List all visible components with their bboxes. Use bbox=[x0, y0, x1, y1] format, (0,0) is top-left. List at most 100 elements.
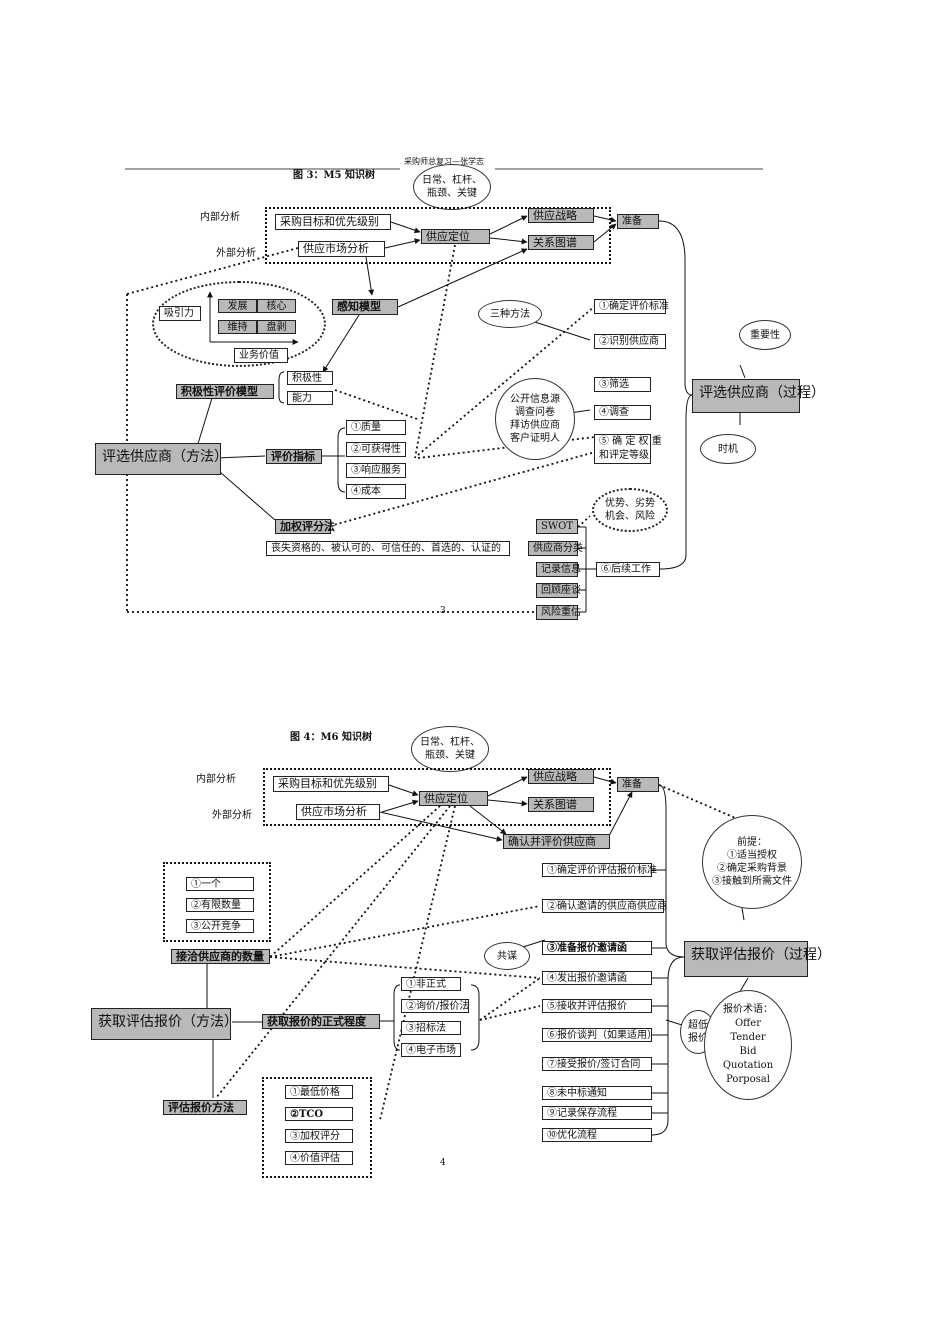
terms-line: Bid bbox=[739, 1046, 757, 1057]
followup-item: SWOT bbox=[536, 519, 578, 534]
fig4-types-bubble: 日常、杠杆、瓶颈、关键 bbox=[411, 726, 489, 772]
fig4-step: ①确定评价评估报价标准 bbox=[542, 863, 657, 877]
ultra-low-line: 超低 bbox=[688, 1020, 708, 1031]
fig4-eval-method: 评估报价方法 bbox=[163, 1100, 247, 1115]
fig4-supply-strategy: 供应战略 bbox=[528, 769, 594, 784]
fig4-step: ⑦接受报价/签订合同 bbox=[542, 1057, 652, 1071]
process-step: ③筛选 bbox=[594, 377, 651, 392]
count-item: ②有限数量 bbox=[186, 898, 254, 912]
fig4-market-box: 供应市场分析 bbox=[296, 804, 380, 820]
index-item: ④成本 bbox=[346, 484, 406, 499]
fig3-relationship-map: 关系图谱 bbox=[528, 235, 594, 250]
fig4-contact-count: 接洽供应商的数量 bbox=[171, 949, 270, 964]
ultra-low-line: 报价 bbox=[688, 1033, 708, 1044]
fig4-prepare: 准备 bbox=[617, 777, 659, 792]
fig4-title: 图 4：M6 知识树 bbox=[290, 732, 372, 743]
swot-line: 机会、风险 bbox=[605, 511, 655, 522]
fig4-premise: 前提： ①适当授权 ②确定采购背景 ③接触到所需文件 bbox=[702, 815, 802, 909]
fig4-internal-label: 内部分析 bbox=[196, 774, 236, 785]
formal-level: ②询价/报价法 bbox=[401, 999, 469, 1013]
premise-line: 前提： bbox=[737, 837, 767, 848]
fig3-positioning: 供应定位 bbox=[421, 229, 490, 244]
formal-level: ④电子市场 bbox=[401, 1043, 461, 1057]
running-header: 采购师总复习—张学志 bbox=[404, 157, 484, 166]
fig4-goal-box: 采购目标和优先级别 bbox=[273, 776, 389, 792]
fig4-step: ②确认邀请的供应商供应商 bbox=[542, 899, 667, 913]
count-item: ③公开竞争 bbox=[186, 919, 254, 933]
fig3-supply-strategy: 供应战略 bbox=[528, 208, 594, 223]
fig4-process-title: 获取评估报价（过程） bbox=[684, 941, 831, 977]
step5-line: 和评定等级 bbox=[599, 450, 649, 461]
step5-line: ⑤ 确 定 权 重 bbox=[599, 436, 662, 447]
matrix-cell: 维持 bbox=[218, 320, 257, 334]
followup-item: 供应商分类 bbox=[528, 541, 583, 556]
matrix-cell: 核心 bbox=[257, 299, 296, 313]
matrix-cell: 盘剥 bbox=[257, 320, 296, 334]
fig4-external-label: 外部分析 bbox=[212, 810, 252, 821]
page-number: 3 bbox=[440, 606, 446, 616]
eval-method-item: ①最低价格 bbox=[285, 1085, 353, 1099]
fig3-process-title: 评选供应商（过程） bbox=[692, 379, 825, 413]
fig4-collusion: 共谋 bbox=[484, 942, 530, 970]
bubble-line: 日常、杠杆、 bbox=[420, 737, 480, 748]
fig3-prepare: 准备 bbox=[617, 214, 659, 229]
process-step: ④调查 bbox=[594, 405, 651, 420]
count-item: ①一个 bbox=[186, 877, 254, 891]
fig4-confirm: 确认并评价供应商 bbox=[503, 834, 610, 849]
fig3-market-box: 供应市场分析 bbox=[298, 241, 385, 257]
terms-line: Offer bbox=[734, 1018, 761, 1029]
fig3-three-methods: 三种方法 bbox=[478, 300, 542, 328]
matrix-cell: 发展 bbox=[218, 299, 257, 313]
terms-line: Porposal bbox=[726, 1074, 770, 1085]
index-item: ②可获得性 bbox=[346, 442, 406, 457]
info-source: 拜访供应商 bbox=[510, 420, 560, 431]
fig3-positivity: 积极性 bbox=[287, 371, 333, 385]
followup-item: 风险重估 bbox=[536, 605, 581, 620]
fig3-external-label: 外部分析 bbox=[216, 248, 256, 259]
fig3-positive-model: 积极性评价模型 bbox=[176, 384, 274, 399]
followup-item: 回顾座谈 bbox=[536, 583, 581, 598]
fig4-method-title: 获取评估报价（方法） bbox=[91, 1008, 238, 1040]
fig3-title: 图 3：M5 知识树 bbox=[293, 170, 375, 181]
process-step-5: ⑤ 确 定 权 重和评定等级 bbox=[594, 434, 662, 464]
fig4-eval-frame bbox=[262, 1077, 372, 1178]
fig4-terms: 报价术语： Offer Tender Bid Quotation Porposa… bbox=[704, 990, 792, 1100]
fig3-analysis-frame bbox=[265, 207, 611, 264]
fig3-step6: ⑥后续工作 bbox=[596, 562, 660, 577]
fig4-step: ④发出报价邀请函 bbox=[542, 971, 652, 985]
formal-level: ①非正式 bbox=[401, 977, 461, 991]
swot-line: 优势、劣势 bbox=[605, 498, 655, 509]
fig3-eval-index: 评价指标 bbox=[266, 449, 322, 464]
index-item: ①质量 bbox=[346, 420, 406, 435]
bubble-line: 瓶颈、关键 bbox=[427, 188, 477, 199]
bubble-line: 日常、杠杆、 bbox=[422, 175, 482, 186]
eval-method-item: ③加权评分 bbox=[285, 1129, 353, 1143]
fig4-relationship-map: 关系图谱 bbox=[528, 797, 594, 812]
fig4-step: ③准备报价邀请函 bbox=[542, 941, 652, 955]
page-number: 4 bbox=[440, 1158, 446, 1168]
fig3-swot-note: 优势、劣势机会、风险 bbox=[592, 488, 668, 532]
premise-line: ②确定采购背景 bbox=[717, 863, 787, 874]
eval-method-item: ④价值评估 bbox=[285, 1151, 353, 1165]
bubble-line: 瓶颈、关键 bbox=[425, 750, 475, 761]
fig3-weighted-scale: 丧失资格的、被认可的、可信任的、首选的、认证的 bbox=[266, 541, 510, 556]
premise-line: ③接触到所需文件 bbox=[712, 876, 792, 887]
terms-line: Tender bbox=[730, 1032, 766, 1043]
fig4-step: ⑥报价谈判（如果适用） bbox=[542, 1028, 657, 1042]
fig4-analysis-frame bbox=[263, 768, 611, 826]
index-item: ③响应服务 bbox=[346, 463, 406, 478]
eval-method-item: ②TCO bbox=[285, 1107, 353, 1121]
fig4-positioning: 供应定位 bbox=[419, 791, 488, 806]
fig3-capability: 能力 bbox=[287, 391, 333, 405]
terms-line: 报价术语： bbox=[722, 1004, 773, 1015]
fig3-weighted: 加权评分法 bbox=[275, 519, 335, 534]
fig3-matrix-ellipse bbox=[152, 281, 326, 367]
fig3-info-sources: 公开信息源 调查问卷 拜访供应商 客户证明人 bbox=[495, 378, 575, 460]
info-source: 公开信息源 bbox=[510, 394, 560, 405]
formal-level: ③招标法 bbox=[401, 1021, 461, 1035]
terms-line: Quotation bbox=[722, 1060, 774, 1071]
followup-item: 记录信息 bbox=[536, 562, 581, 577]
fig4-count-frame bbox=[163, 862, 271, 942]
process-step: ②识别供应商 bbox=[594, 334, 666, 349]
fig3-importance: 重要性 bbox=[739, 320, 791, 350]
